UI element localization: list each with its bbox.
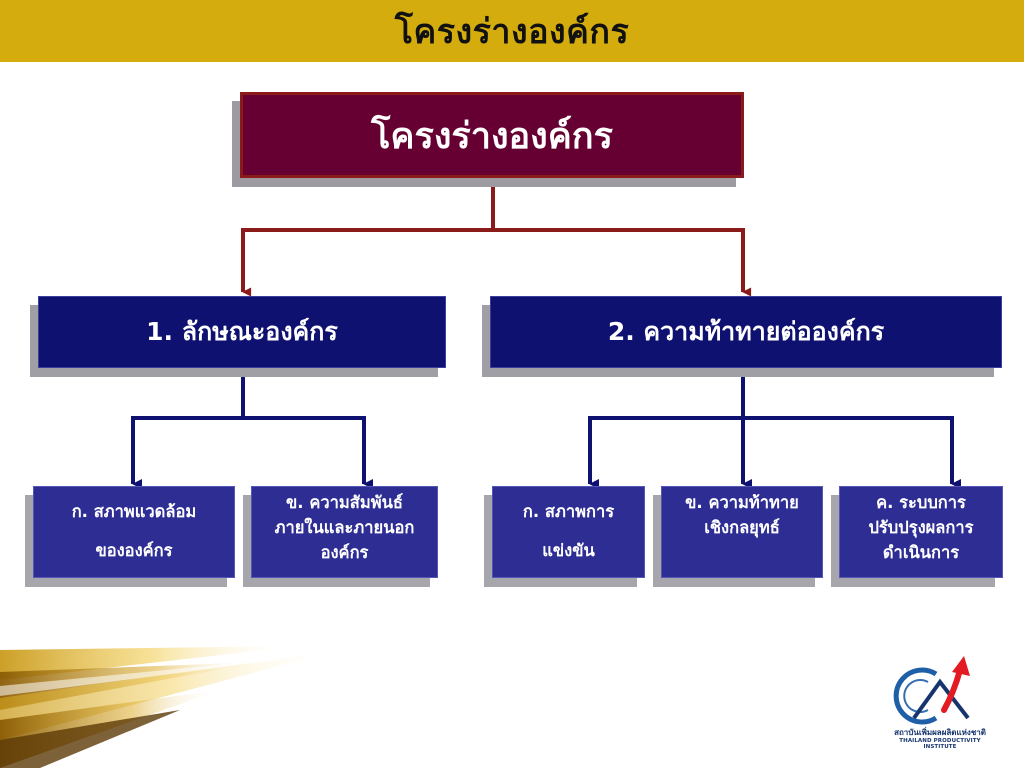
leaf-node-performance-improvement: ค. ระบบการ ปรับปรุงผลการ ดำเนินการ xyxy=(839,486,1003,578)
leaf-node-line: ปรับปรุงผลการ xyxy=(868,517,974,537)
leaf-node-line: ดำเนินการ xyxy=(882,542,960,562)
leaf-node-environment: ก. สภาพแวดล้อม ขององค์กร xyxy=(33,486,235,578)
title-bar: โครงร่างองค์กร xyxy=(0,0,1024,62)
page-title: โครงร่างองค์กร xyxy=(394,12,630,52)
leaf-node-line: ข. ความสัมพันธ์ xyxy=(286,493,403,512)
leaf-node-line: ภายในและภายนอก xyxy=(274,517,415,537)
branch-1-connector xyxy=(131,368,373,489)
root-node: โครงร่างองค์กร xyxy=(240,92,744,178)
leaf-node-line: ข. ความท้าทาย xyxy=(685,493,799,512)
root-connector xyxy=(241,178,752,297)
branch-node-label: 2. ความท้าทายต่อองค์กร xyxy=(607,317,885,346)
leaf-node-line: ก. สภาพแวดล้อม xyxy=(71,502,197,522)
institute-logo: สถาบันเพิ่มผลผลิตแห่งชาติ THAILAND PRODU… xyxy=(884,652,996,752)
decorative-light-streak xyxy=(0,646,340,768)
leaf-node-line: องค์กร xyxy=(320,542,369,562)
leaf-node-line: ขององค์กร xyxy=(95,541,173,560)
leaf-node-line: เชิงกลยุทธ์ xyxy=(704,517,780,537)
branch-node-challenges: 2. ความท้าทายต่อองค์กร xyxy=(490,296,1002,368)
leaf-node-line: ก. สภาพการ xyxy=(522,502,615,522)
leaf-node-relationships: ข. ความสัมพันธ์ ภายในและภายนอก องค์กร xyxy=(251,486,438,578)
branch-node-characteristics: 1. ลักษณะองค์กร xyxy=(38,296,446,368)
branch-2-connector xyxy=(588,368,961,489)
logo-name-thai: สถาบันเพิ่มผลผลิตแห่งชาติ xyxy=(894,728,986,737)
branch-node-label: 1. ลักษณะองค์กร xyxy=(146,317,338,346)
root-node-label: โครงร่างองค์กร xyxy=(371,115,613,157)
leaf-node-line: ค. ระบบการ xyxy=(876,493,966,512)
leaf-node-strategic-context: ข. ความท้าทาย เชิงกลยุทธ์ xyxy=(661,486,823,578)
leaf-node-line: แข่งขัน xyxy=(542,541,595,560)
leaf-node-competitive-environment: ก. สภาพการ แข่งขัน xyxy=(492,486,645,578)
logo-name-english: THAILAND PRODUCTIVITY INSTITUTE xyxy=(899,738,981,750)
logo-mark-icon xyxy=(893,656,970,725)
